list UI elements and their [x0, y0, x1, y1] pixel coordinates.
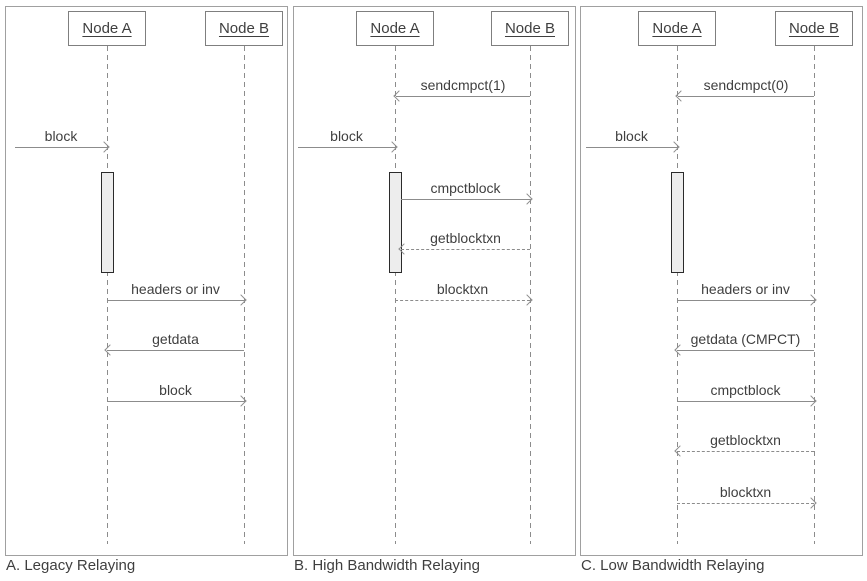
message-line — [107, 350, 244, 351]
message-line — [395, 300, 530, 301]
actor-node-a: Node A — [68, 11, 146, 46]
actor-label: Node A — [652, 20, 702, 37]
message-label: block — [159, 382, 192, 398]
message-label: blocktxn — [719, 484, 772, 500]
message-line — [401, 199, 530, 200]
message-line — [298, 147, 395, 148]
message-line — [677, 350, 814, 351]
activation-bar — [671, 172, 684, 273]
actor-node-a: Node A — [356, 11, 434, 46]
message-label: headers or inv — [701, 281, 790, 297]
message-label: getdata — [152, 331, 199, 347]
activation-bar — [389, 172, 402, 273]
message-label: headers or inv — [131, 281, 220, 297]
message-line — [677, 451, 814, 452]
message-line — [678, 96, 814, 97]
message-line — [677, 503, 814, 504]
caption-high-bandwidth-relaying: B. High Bandwidth Relaying — [294, 557, 480, 574]
actor-label: Node B — [788, 20, 840, 37]
panel-low-bandwidth-relaying: Node A Node B sendcmpct(0) block headers… — [580, 6, 863, 556]
lifeline-node-a — [677, 46, 678, 544]
caption-low-bandwidth-relaying: C. Low Bandwidth Relaying — [581, 557, 765, 574]
actor-label: Node A — [370, 20, 420, 37]
activation-bar — [101, 172, 114, 273]
actor-label: Node A — [82, 20, 132, 37]
message-label: cmpctblock — [710, 382, 781, 398]
actor-label: Node B — [218, 20, 270, 37]
message-line — [401, 249, 530, 250]
message-line — [15, 147, 107, 148]
lifeline-node-a — [107, 46, 108, 544]
message-line — [396, 96, 530, 97]
message-label: getblocktxn — [430, 230, 501, 246]
actor-node-a: Node A — [638, 11, 716, 46]
message-line — [107, 300, 244, 301]
message-label: block — [330, 128, 363, 144]
message-label: block — [615, 128, 648, 144]
message-line — [586, 147, 677, 148]
message-label: sendcmpct(0) — [703, 77, 789, 93]
lifeline-node-b — [530, 46, 531, 544]
actor-node-b: Node B — [205, 11, 283, 46]
message-line — [677, 300, 814, 301]
message-label: cmpctblock — [430, 180, 501, 196]
message-line — [107, 401, 244, 402]
message-label: getdata (CMPCT) — [690, 331, 801, 347]
actor-node-b: Node B — [491, 11, 569, 46]
lifeline-node-b — [244, 46, 245, 544]
panel-legacy-relaying: Node A Node B block headers or inv getda… — [5, 6, 288, 556]
caption-legacy-relaying: A. Legacy Relaying — [6, 557, 136, 574]
message-label: getblocktxn — [710, 432, 781, 448]
actor-node-b: Node B — [775, 11, 853, 46]
lifeline-node-a — [395, 46, 396, 544]
message-label: block — [44, 128, 78, 144]
actor-label: Node B — [504, 20, 556, 37]
message-line — [677, 401, 814, 402]
panel-high-bandwidth-relaying: Node A Node B sendcmpct(1) block cmpctbl… — [293, 6, 576, 556]
message-label: sendcmpct(1) — [420, 77, 506, 93]
lifeline-node-b — [814, 46, 815, 544]
message-label: blocktxn — [436, 281, 489, 297]
